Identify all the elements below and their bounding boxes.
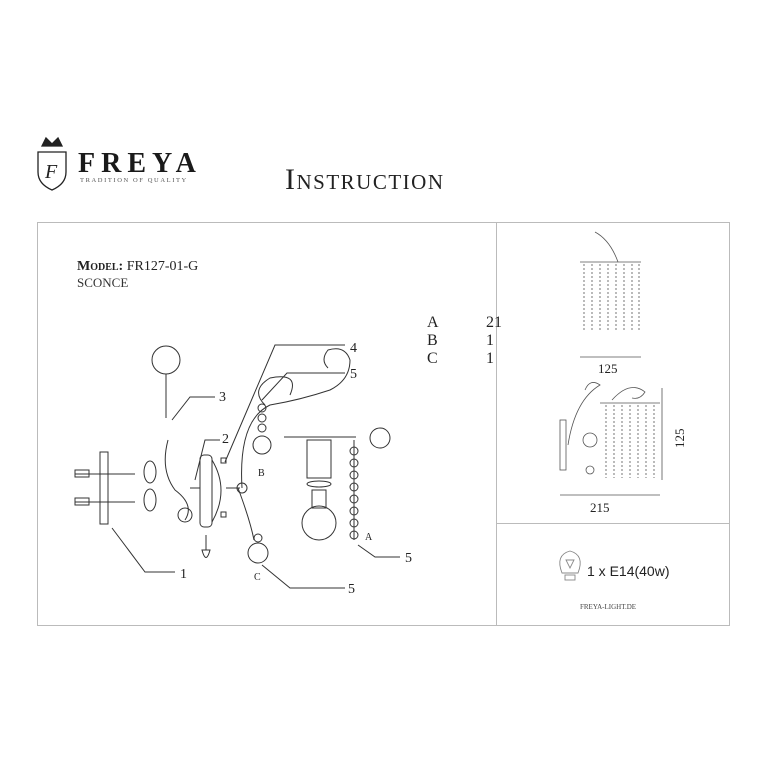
bulb-spec: 1 x E14(40w) xyxy=(587,563,670,579)
dim-side-depth: 215 xyxy=(590,500,610,515)
part-code: C xyxy=(427,350,438,367)
divider-vertical xyxy=(496,222,497,626)
callout-3: 3 xyxy=(219,390,226,405)
callouts: 4 5 3 2 1 5 5 B C A xyxy=(180,341,412,597)
model-value: FR127-01-G xyxy=(126,259,199,274)
website: FREYA-LIGHT.DE xyxy=(580,603,637,611)
callout-5: 5 xyxy=(405,551,412,566)
dim-side-height: 125 xyxy=(672,429,687,449)
brand-name: FREYA xyxy=(78,148,202,179)
bulb-base xyxy=(311,489,327,509)
exploded-view xyxy=(74,344,400,589)
logo-shield-icon: F xyxy=(37,136,67,191)
callout-1: 1 xyxy=(180,567,187,582)
crystal-label-b: B xyxy=(258,468,265,479)
model-line: Model: FR127-01-G xyxy=(77,259,198,275)
crystal-b xyxy=(252,435,272,455)
callout-4: 4 xyxy=(350,341,357,356)
part-qty: 21 xyxy=(486,314,502,331)
callout-5: 5 xyxy=(350,367,357,382)
crystal-label-c: C xyxy=(254,572,261,583)
light-bulb xyxy=(301,505,337,541)
light-bulb-icon xyxy=(559,550,581,581)
divider-horizontal xyxy=(496,523,730,524)
part-code: B xyxy=(427,332,438,349)
detail-wire-icon xyxy=(151,345,181,375)
side-view xyxy=(559,382,663,496)
brand-tagline: TRADITION OF QUALITY xyxy=(80,177,188,184)
wall-plate xyxy=(99,451,109,525)
crystal-chain-a xyxy=(349,440,359,540)
front-view xyxy=(580,231,641,358)
diagram-frame xyxy=(37,222,730,626)
crystal-label-a: A xyxy=(365,532,373,543)
callout-2: 2 xyxy=(222,432,229,447)
callout-5: 5 xyxy=(348,582,355,597)
canopy xyxy=(199,454,213,528)
crystal-c xyxy=(247,542,269,564)
parts-list: A 21 B 1 C 1 xyxy=(427,314,502,367)
model-label: Model: xyxy=(77,259,124,274)
svg-text:F: F xyxy=(44,161,58,183)
part-code: A xyxy=(427,314,439,331)
page-title: Instruction xyxy=(285,163,445,196)
product-type: SCONCE xyxy=(77,275,129,290)
part-qty: 1 xyxy=(486,332,494,349)
detail-hook-icon xyxy=(369,427,391,449)
part-qty: 1 xyxy=(486,350,494,367)
dim-top-width: 125 xyxy=(598,361,618,376)
